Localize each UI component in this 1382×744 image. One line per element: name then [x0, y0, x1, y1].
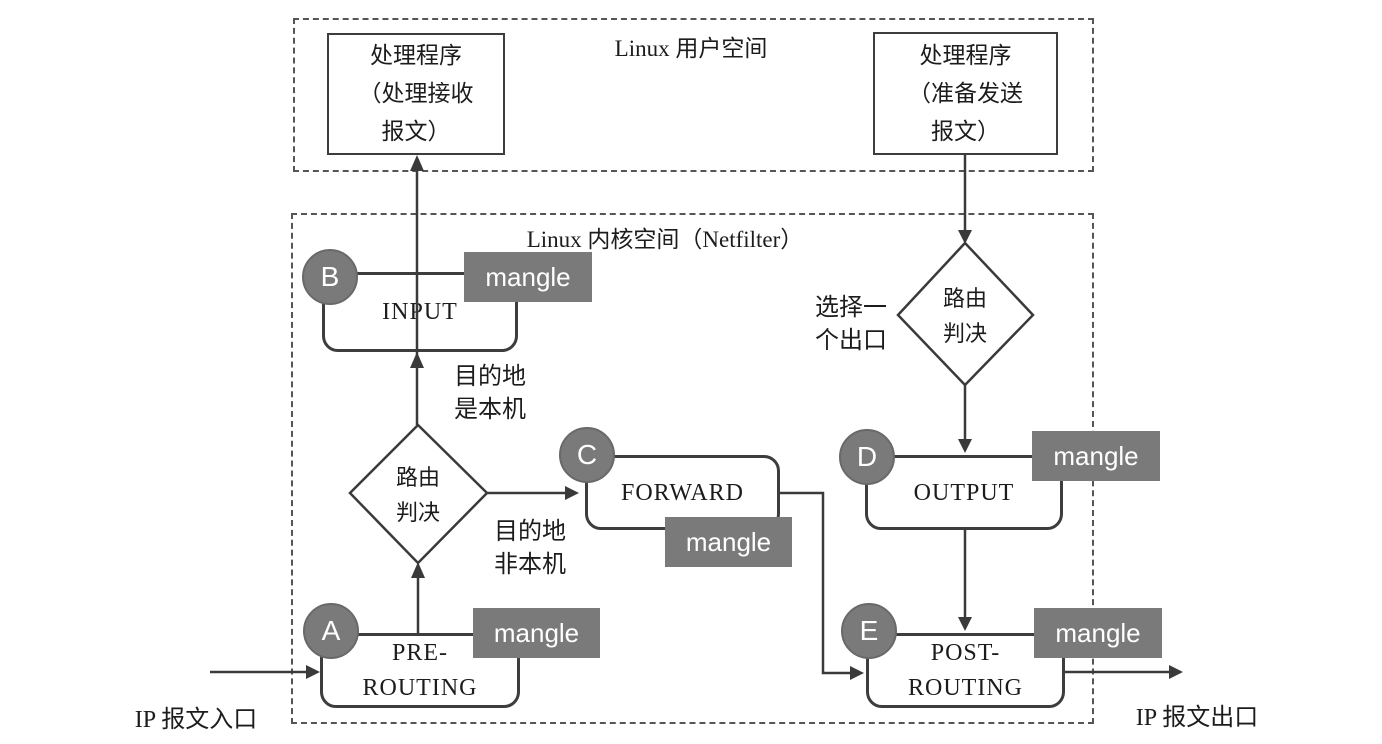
- mangle-tag-output: mangle: [1032, 431, 1160, 481]
- badge-c: C: [559, 427, 615, 483]
- chain-output-label: OUTPUT: [913, 479, 1015, 506]
- chain-postrouting-label-line: ROUTING: [908, 674, 1023, 701]
- routing-decision-right-label: 路由 判决: [915, 281, 1015, 351]
- label-choose-exit-line: 选择一: [815, 295, 887, 321]
- label-choose-exit-line: 个出口: [815, 328, 887, 354]
- arrowhead-ip-out: [1169, 665, 1183, 679]
- process-receive-line: 处理程序: [370, 43, 462, 68]
- mangle-tag-forward: mangle: [665, 517, 792, 567]
- label-ip-packet-in: IP 报文入口: [134, 707, 258, 733]
- chain-postrouting-label-line: POST-: [930, 639, 1001, 666]
- badge-a: A: [303, 603, 359, 659]
- chain-node-postrouting: POST- ROUTING: [866, 633, 1065, 708]
- process-receive-box: 处理程序 （处理接收 报文）: [327, 33, 505, 155]
- user-space-title: Linux 用户空间: [614, 36, 768, 61]
- process-send-line: 处理程序: [919, 42, 1012, 68]
- label-destination-local: 目的地 是本机: [435, 361, 545, 427]
- process-send-line: 报文）: [931, 118, 1000, 144]
- label-destination-local-line: 是本机: [454, 397, 526, 423]
- mangle-tag-postrouting: mangle: [1034, 608, 1162, 658]
- badge-e: E: [841, 603, 897, 659]
- chain-prerouting-label-line: ROUTING: [362, 674, 478, 701]
- label-choose-exit: 选择一 个出口: [796, 292, 906, 358]
- routing-decision-left-line: 路由: [395, 465, 440, 490]
- chain-node-output: OUTPUT: [865, 455, 1063, 530]
- process-receive-line: 报文）: [381, 119, 451, 144]
- kernel-space-title: Linux 内核空间（Netfilter）: [526, 227, 804, 252]
- chain-forward-label: FORWARD: [620, 479, 745, 506]
- label-destination-not-local: 目的地 非本机: [475, 516, 585, 582]
- routing-decision-right-line: 判决: [942, 321, 987, 346]
- chain-input-label: INPUT: [382, 299, 458, 325]
- mangle-tag-prerouting: mangle: [473, 608, 600, 658]
- process-send-line: （准备发送: [908, 80, 1023, 106]
- label-destination-not-local-line: 目的地: [494, 519, 566, 545]
- badge-d: D: [839, 429, 895, 485]
- label-destination-local-line: 目的地: [454, 364, 526, 390]
- label-ip-packet-out: IP 报文出口: [1135, 705, 1259, 731]
- routing-decision-left-line: 判决: [395, 500, 440, 525]
- mangle-tag-input: mangle: [464, 252, 592, 302]
- user-space-box: [293, 18, 1094, 172]
- badge-b: B: [302, 249, 358, 305]
- routing-decision-left-label: 路由 判决: [368, 460, 468, 530]
- process-receive-line: （处理接收: [358, 81, 474, 106]
- process-send-box: 处理程序 （准备发送 报文）: [873, 32, 1058, 155]
- routing-decision-right-line: 路由: [942, 286, 987, 311]
- label-destination-not-local-line: 非本机: [494, 552, 566, 578]
- chain-prerouting-label-line: PRE-: [391, 639, 448, 666]
